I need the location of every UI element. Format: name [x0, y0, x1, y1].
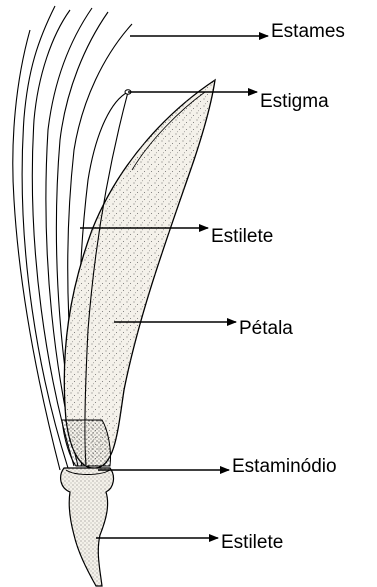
label-estilete-upper: Estilete [211, 227, 273, 246]
label-estames: Estames [271, 22, 345, 41]
label-estigma: Estigma [260, 92, 329, 111]
label-petala: Pétala [239, 319, 293, 338]
label-estilete-lower: Estilete [221, 533, 283, 552]
label-estaminodio: Estaminódio [232, 457, 337, 476]
